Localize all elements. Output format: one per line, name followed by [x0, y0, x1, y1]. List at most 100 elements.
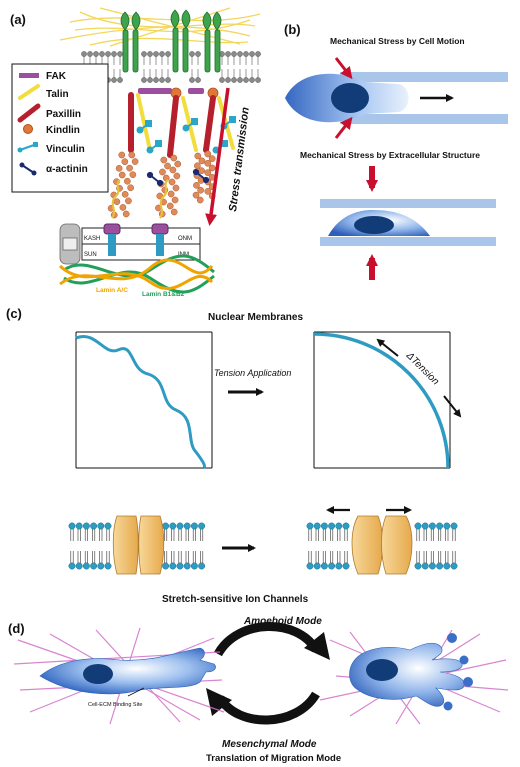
translation-label: Translation of Migration Mode: [206, 753, 341, 764]
actin-bead: [162, 174, 170, 182]
lipid-tail: [438, 529, 442, 541]
actin-bead: [166, 202, 174, 210]
actin-bead: [119, 204, 127, 211]
lipid-tail: [70, 529, 74, 541]
lipid-head: [335, 562, 343, 570]
actin-bead: [128, 151, 136, 159]
actin-bead: [118, 151, 126, 159]
legend-labels: FAK Talin Paxillin Kindlin Vinculin α-ac…: [46, 71, 88, 175]
lipid-head: [237, 51, 243, 57]
lipid-tail: [84, 529, 88, 541]
mesenchymal-cell: [39, 647, 216, 695]
lipid-tail: [430, 529, 434, 541]
lipid-head: [428, 562, 436, 570]
lipid-head: [75, 562, 83, 570]
nesprin-linkers: [111, 179, 169, 219]
actin-bead: [196, 196, 204, 204]
lipid-head: [104, 562, 112, 570]
lipid-head: [443, 522, 451, 530]
actin-bead: [170, 208, 178, 216]
kash-label: KASH: [84, 236, 100, 242]
actin-bead: [204, 150, 212, 158]
ion-channels-title: Stretch-sensitive Ion Channels: [162, 594, 309, 605]
lipid-tail: [84, 551, 88, 563]
lipid-head: [198, 562, 206, 570]
panel-a-letter: (a): [10, 12, 26, 27]
lipid-tail: [185, 529, 189, 541]
binding-site-pointer: [127, 687, 145, 697]
lipid-head: [421, 522, 429, 530]
lipid-head: [189, 77, 195, 83]
lipid-head: [176, 522, 184, 530]
lipid-tail: [344, 551, 348, 563]
lipid-head: [306, 562, 314, 570]
lipid-tail: [315, 529, 319, 541]
lipid-head: [428, 522, 436, 530]
lipid-tail: [171, 529, 175, 541]
lipid-tail: [308, 551, 312, 563]
lipid-tail: [185, 551, 189, 563]
motion-stress-title: Mechanical Stress by Cell Motion: [330, 36, 465, 46]
lipid-head: [162, 562, 170, 570]
lipid-tail: [99, 551, 103, 563]
fak-bar-icon: [19, 73, 39, 78]
lipid-tail: [70, 551, 74, 563]
actin-bead: [125, 197, 132, 205]
actin-bead: [173, 172, 181, 180]
lipid-tail: [322, 551, 326, 563]
lipid-tail: [171, 551, 175, 563]
actin-bead: [198, 157, 206, 165]
actin-bead: [198, 167, 205, 175]
panel-c-letter: (c): [6, 306, 22, 321]
lipid-head: [75, 522, 83, 530]
mesenchymal-nucleus: [83, 664, 113, 684]
lipid-head: [82, 522, 90, 530]
actin-bead: [194, 162, 201, 170]
lipid-tail: [77, 529, 81, 541]
lipid-head: [249, 51, 255, 57]
smooth-membrane: [313, 332, 450, 469]
lipid-tail: [330, 529, 334, 541]
lipid-head: [342, 562, 350, 570]
lamin-filaments: [58, 254, 215, 294]
lipid-tail: [416, 551, 420, 563]
actin-bead: [115, 164, 123, 172]
blebs: [443, 633, 473, 711]
nuclear-membranes-title: Nuclear Membranes: [208, 312, 303, 323]
lipid-head: [306, 522, 314, 530]
panel-a: (a): [10, 7, 261, 298]
lipid-tail: [92, 551, 96, 563]
lipid-head: [87, 51, 93, 57]
sun-label: SUN: [84, 252, 97, 258]
lipid-head: [153, 51, 159, 57]
panel-d-letter: (d): [8, 621, 25, 636]
actin-bead: [174, 160, 182, 168]
actin-bead: [131, 158, 139, 165]
lipid-head: [342, 522, 350, 530]
actin-bead: [169, 166, 177, 174]
vinculin-icon: [17, 142, 38, 153]
legend-label-vinculin: Vinculin: [46, 144, 85, 155]
lipid-head: [243, 51, 249, 57]
actin-bead: [193, 181, 200, 189]
lipid-tail: [445, 551, 449, 563]
lipid-head: [414, 522, 422, 530]
adhesion-rods: [128, 92, 235, 158]
lipid-head: [183, 522, 191, 530]
panel-d: (d) Amoeboid Mode Cell-ECM Binding Site: [8, 616, 509, 764]
lipid-tail: [106, 529, 110, 541]
onm-label: ONM: [178, 236, 192, 242]
lipid-head: [313, 522, 321, 530]
actin-bead: [204, 169, 212, 177]
lipid-head: [443, 562, 451, 570]
cycle-arrow-bottom-head: [206, 688, 232, 716]
lipid-head: [421, 562, 429, 570]
panel-b: (b) Mechanical Stress by Cell Motion Mec…: [284, 22, 508, 280]
lipid-head: [255, 77, 261, 83]
closed-ion-channel: [112, 515, 165, 575]
actin-bead: [204, 187, 212, 195]
actin-bead: [194, 152, 202, 160]
actin-bead: [129, 171, 137, 179]
lipid-head: [313, 562, 321, 570]
lipid-tail: [452, 551, 456, 563]
